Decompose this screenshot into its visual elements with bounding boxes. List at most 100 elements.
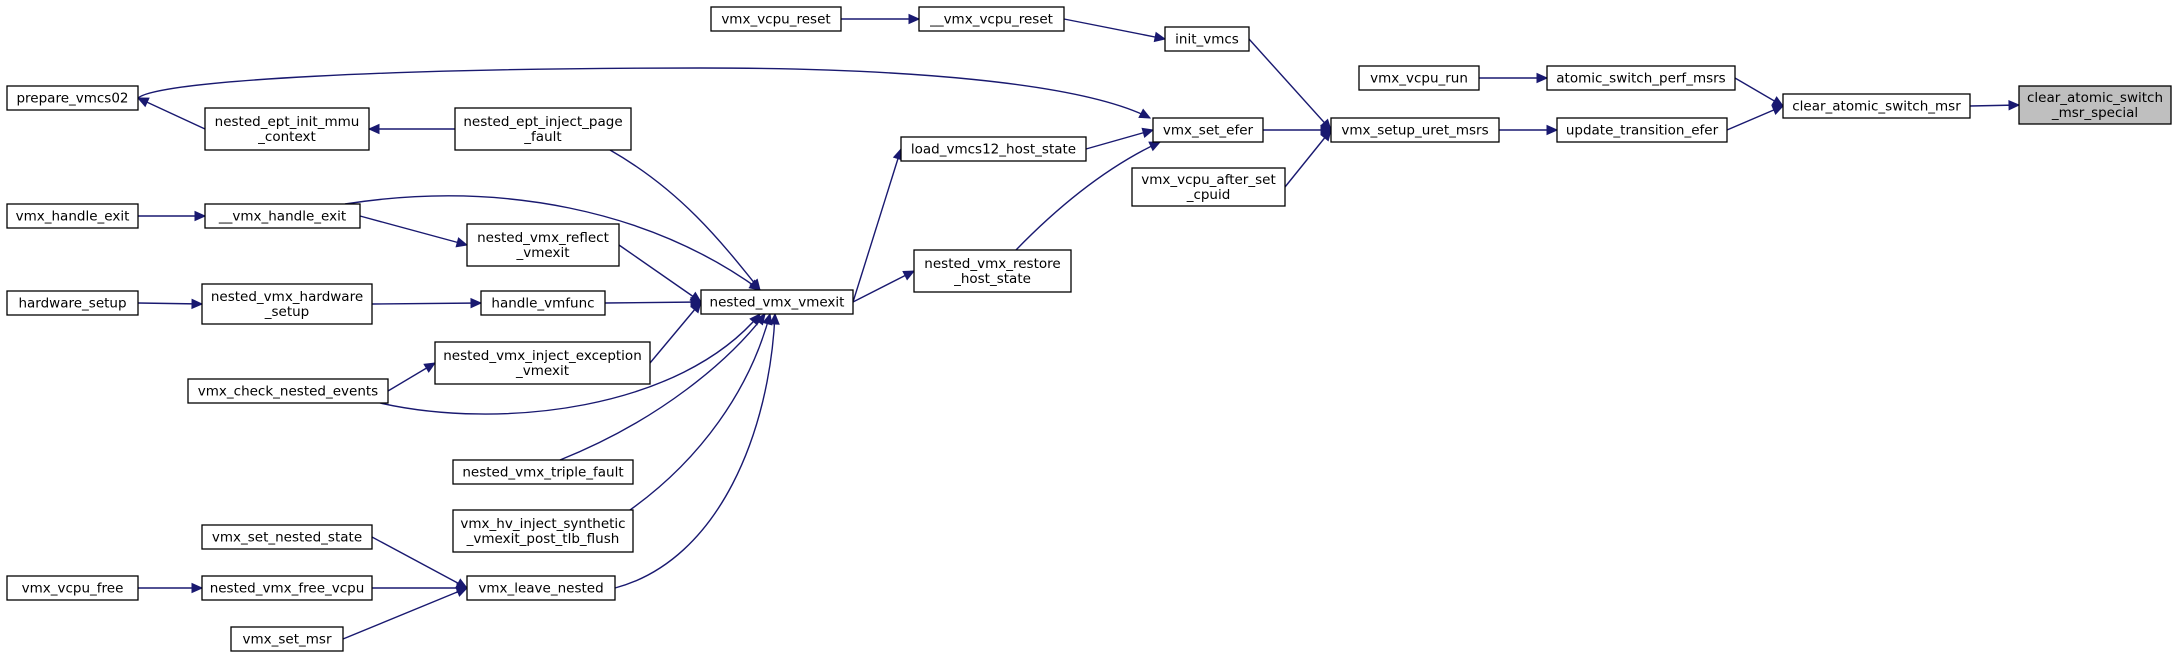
node-label: nested_vmx_restore (924, 256, 1060, 272)
node-label: _vmexit_post_tlb_flush (466, 531, 620, 547)
node-nested_vmx_restore_host_state[interactable]: nested_vmx_restore_host_state (913, 249, 1072, 293)
node-box (2018, 85, 2172, 125)
edge-arrowhead (136, 97, 150, 108)
node-box (918, 6, 1065, 32)
edge-vmx_check_nested_events-to-nested_vmx_inject_exception_vmexit (387, 362, 437, 392)
node-vmx_vcpu_reset[interactable]: vmx_vcpu_reset (710, 6, 842, 32)
edge-arrowhead (1771, 96, 1785, 107)
edge-line (359, 215, 468, 246)
edge-vmx_set_efer-to-vmx_setup_uret_msrs (1263, 124, 1333, 136)
edge-line (559, 313, 766, 461)
node-vmx_setup_uret_msrs[interactable]: vmx_setup_uret_msrs (1330, 117, 1500, 143)
node-nested_vmx_inject_exception_vmexit[interactable]: nested_vmx_inject_exception_vmexit (434, 341, 651, 385)
node-prepare_vmcs02[interactable]: prepare_vmcs02 (6, 85, 139, 111)
edge-line (629, 313, 771, 511)
node-vmx_hv_inject_synthetic_vmexit_post_tlb_flush[interactable]: vmx_hv_inject_synthetic_vmexit_post_tlb_… (452, 509, 634, 553)
node-vmx_set_msr[interactable]: vmx_set_msr (230, 626, 344, 652)
edge-arrowhead (367, 123, 380, 135)
node-label: hardware_setup (18, 296, 126, 312)
edge-arrowhead (470, 297, 483, 309)
edge-nested_vmx_vmexit-to-load_vmcs12_host_state (852, 147, 903, 303)
node-nested_vmx_free_vcpu[interactable]: nested_vmx_free_vcpu (201, 575, 373, 601)
edge-nested_vmx_triple_fault-to-nested_vmx_vmexit (559, 313, 766, 461)
edge-arrowhead (754, 313, 766, 326)
edge-arrowhead (455, 587, 469, 597)
edge-line (649, 301, 702, 364)
edge-line (137, 302, 203, 305)
node-box (201, 524, 373, 550)
edge-atomic_switch_perf_msrs-to-clear_atomic_switch_msr (1734, 77, 1785, 107)
node-__vmx_handle_exit[interactable]: __vmx_handle_exit (204, 203, 361, 229)
node-nested_vmx_vmexit[interactable]: nested_vmx_vmexit (700, 289, 854, 315)
node-atomic_switch_perf_msrs[interactable]: atomic_switch_perf_msrs (1546, 65, 1736, 91)
node-clear_atomic_switch_msr_special[interactable]: clear_atomic_switch_msr_special (2018, 85, 2172, 125)
edge-load_vmcs12_host_state-to-vmx_set_efer (1085, 127, 1155, 150)
edge-vmx_vcpu_run-to-atomic_switch_perf_msrs (1479, 72, 1549, 84)
node-vmx_vcpu_run[interactable]: vmx_vcpu_run (1358, 65, 1480, 91)
node-label: __vmx_vcpu_reset (929, 12, 1053, 28)
node-label: nested_vmx_hardware (211, 289, 363, 305)
node-box (201, 575, 373, 601)
node-vmx_check_nested_events[interactable]: vmx_check_nested_events (187, 378, 389, 404)
edge-vmx_leave_nested-to-nested_vmx_vmexit (614, 312, 780, 589)
node-box (204, 107, 370, 151)
node-nested_vmx_reflect_vmexit[interactable]: nested_vmx_reflect_vmexit (466, 223, 620, 267)
node-label: handle_vmfunc (491, 296, 594, 312)
node-label: nested_ept_inject_page (463, 114, 622, 130)
node-label: vmx_vcpu_free (22, 581, 124, 597)
edge-line (137, 97, 206, 130)
node-box (6, 85, 139, 111)
node-label: vmx_check_nested_events (198, 384, 378, 400)
call-graph-nodes: clear_atomic_switch_msr_special clear_ato… (6, 6, 2172, 652)
node-nested_vmx_hardware_setup[interactable]: nested_vmx_hardware_setup (201, 283, 373, 325)
edge-__vmx_handle_exit-to-nested_vmx_vmexit (344, 195, 761, 291)
node-box (466, 575, 616, 601)
node-vmx_handle_exit[interactable]: vmx_handle_exit (6, 203, 139, 229)
edge-nested_vmx_free_vcpu-to-vmx_leave_nested (372, 582, 469, 594)
edge-prepare_vmcs02-to-vmx_set_efer (137, 67, 1152, 119)
edge-line (618, 244, 702, 303)
edge-vmx_handle_exit-to-__vmx_handle_exit (138, 210, 207, 222)
edge-update_transition_efer-to-clear_atomic_switch_msr (1726, 105, 1785, 131)
node-label: vmx_hv_inject_synthetic (460, 516, 625, 532)
node-box (187, 378, 389, 404)
node-vmx_leave_nested[interactable]: vmx_leave_nested (466, 575, 616, 601)
edge-nested_vmx_inject_exception_vmexit-to-nested_vmx_vmexit (649, 301, 702, 364)
edge-arrowhead (1148, 141, 1162, 152)
edge-arrowhead (1546, 124, 1559, 136)
node-clear_atomic_switch_msr[interactable]: clear_atomic_switch_msr (1782, 93, 1971, 119)
node-nested_vmx_triple_fault[interactable]: nested_vmx_triple_fault (452, 459, 634, 485)
node-label: vmx_vcpu_run (1370, 71, 1468, 87)
node-box (204, 203, 361, 229)
edge-line (344, 195, 761, 291)
node-update_transition_efer[interactable]: update_transition_efer (1556, 117, 1728, 143)
node-nested_ept_init_mmu_context[interactable]: nested_ept_init_mmu_context (204, 107, 370, 151)
node-label: vmx_vcpu_reset (721, 12, 830, 28)
node-box (6, 290, 139, 316)
edge-arrowhead (423, 362, 437, 373)
node-box (710, 6, 842, 32)
node-vmx_set_efer[interactable]: vmx_set_efer (1152, 117, 1264, 143)
node-label: _msr_special (2051, 105, 2138, 121)
edge-vmx_set_msr-to-vmx_leave_nested (342, 587, 469, 640)
node-label: _cpuid (1186, 187, 1231, 203)
node-vmx_set_nested_state[interactable]: vmx_set_nested_state (201, 524, 373, 550)
node-nested_ept_inject_page_fault[interactable]: nested_ept_inject_page_fault (454, 107, 632, 151)
node-handle_vmfunc[interactable]: handle_vmfunc (480, 290, 606, 316)
edge-arrowhead (690, 301, 702, 314)
edge-nested_vmx_reflect_vmexit-to-nested_vmx_vmexit (618, 244, 703, 303)
edge-arrowhead (1138, 108, 1152, 119)
edge-arrowhead (908, 13, 921, 25)
node-vmx_vcpu_after_set_cpuid[interactable]: vmx_vcpu_after_set_cpuid (1131, 167, 1286, 207)
node-vmx_vcpu_free[interactable]: vmx_vcpu_free (6, 575, 139, 601)
node-label: _vmexit (516, 245, 570, 261)
node-__vmx_vcpu_reset[interactable]: __vmx_vcpu_reset (918, 6, 1065, 32)
node-init_vmcs[interactable]: init_vmcs (1164, 26, 1250, 52)
node-load_vmcs12_host_state[interactable]: load_vmcs12_host_state (900, 136, 1087, 162)
node-label: update_transition_efer (1566, 123, 1719, 139)
edge-init_vmcs-to-vmx_setup_uret_msrs (1248, 38, 1332, 131)
node-label: clear_atomic_switch_msr (1792, 99, 1961, 115)
node-box (452, 509, 634, 553)
node-hardware_setup[interactable]: hardware_setup (6, 290, 139, 316)
